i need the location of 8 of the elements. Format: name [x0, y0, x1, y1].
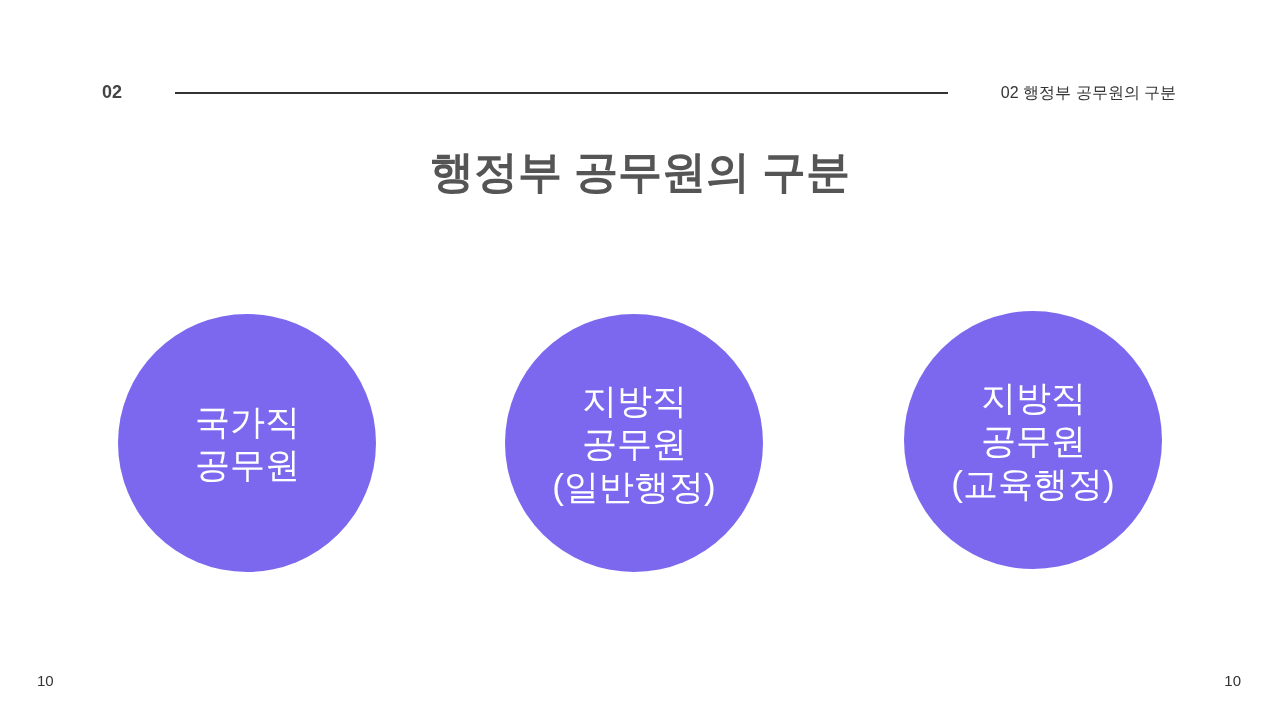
page-number: 10	[1224, 671, 1241, 691]
circle-label: 국가직 공무원	[193, 401, 301, 486]
circle-label: 지방직 공무원 (일반행정)	[551, 379, 717, 508]
slide-title: 행정부 공무원의 구분	[428, 146, 852, 198]
page-number: 10	[37, 671, 54, 691]
circle-label: 지방직 공무원 (교육행정)	[950, 376, 1116, 505]
section-heading: 02 행정부 공무원의 구분	[1000, 83, 1176, 103]
section-number: 02	[102, 81, 123, 104]
